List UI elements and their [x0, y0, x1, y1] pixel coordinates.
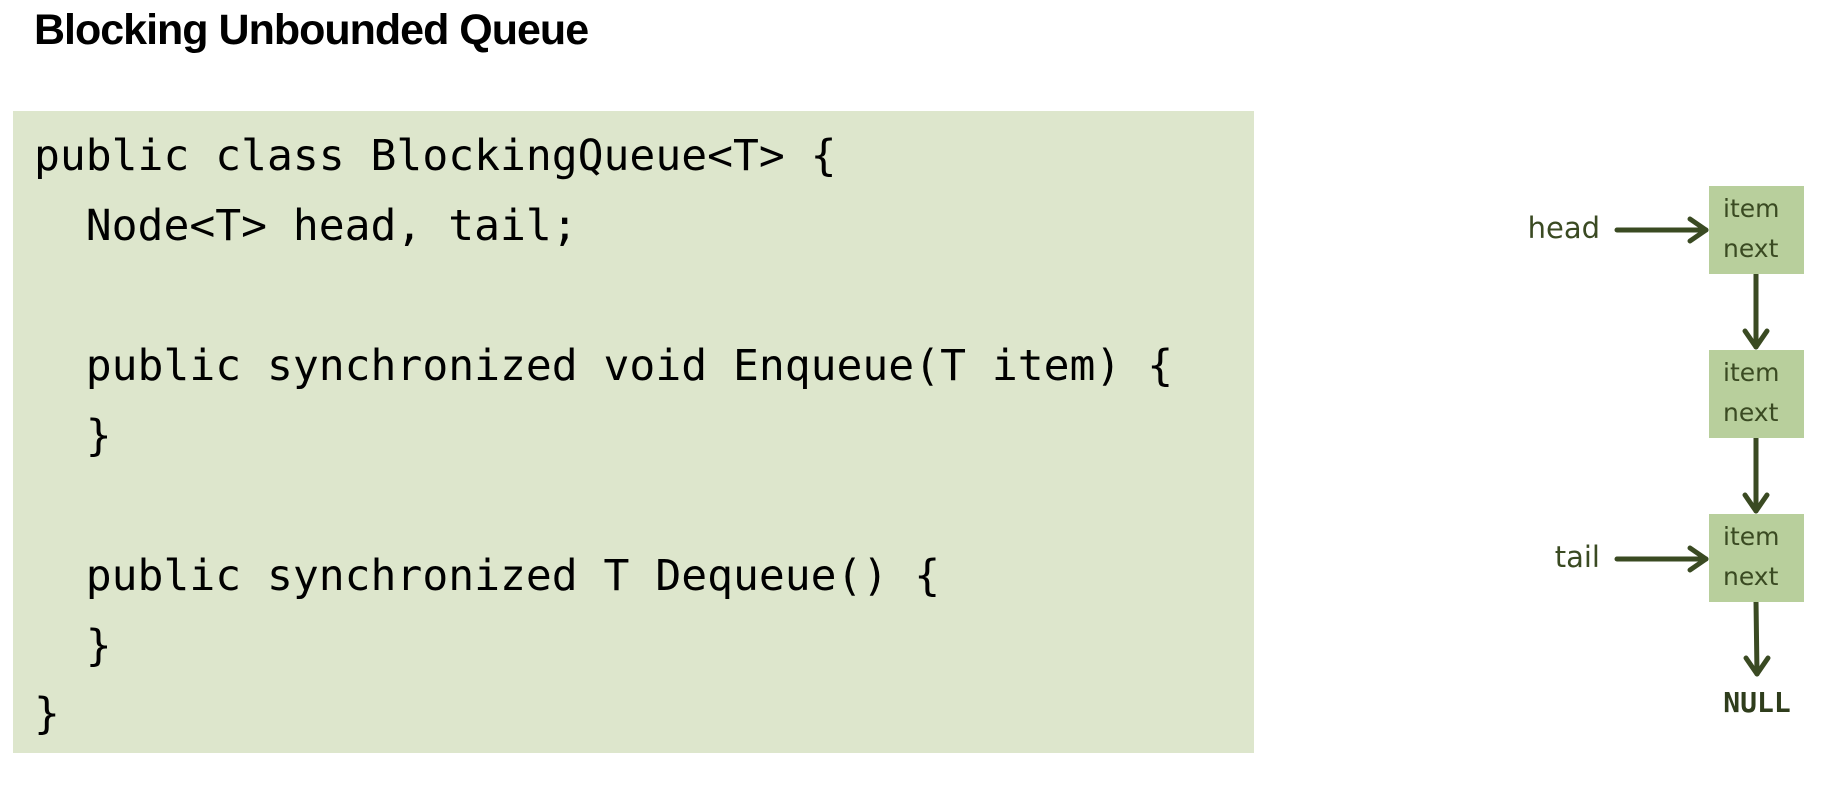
null-arrow-icon — [1743, 598, 1771, 677]
node-next-field: next — [1723, 398, 1779, 427]
code-line: public synchronized T Dequeue() { — [34, 551, 941, 601]
node-item-field: item — [1723, 358, 1780, 387]
queue-node: item next — [1709, 350, 1804, 438]
code-line: public class BlockingQueue<T> { — [34, 131, 837, 181]
head-pointer-label: head — [1527, 211, 1600, 245]
next-arrow-icon — [1742, 435, 1770, 514]
node-next-field: next — [1723, 234, 1779, 263]
queue-node: item next — [1709, 186, 1804, 274]
tail-arrow-icon — [1614, 545, 1709, 573]
next-arrow-icon — [1742, 271, 1770, 350]
code-line: } — [34, 621, 112, 671]
null-label: NULL — [1723, 686, 1791, 719]
node-item-field: item — [1723, 194, 1780, 223]
tail-pointer-label: tail — [1554, 540, 1600, 574]
code-line: } — [34, 689, 60, 739]
queue-node: item next — [1709, 514, 1804, 602]
node-next-field: next — [1723, 562, 1779, 591]
code-line: Node<T> head, tail; — [34, 201, 578, 251]
code-line: public synchronized void Enqueue(T item)… — [34, 341, 1174, 391]
head-arrow-icon — [1614, 216, 1709, 244]
node-item-field: item — [1723, 522, 1780, 551]
slide-title: Blocking Unbounded Queue — [34, 6, 589, 54]
code-panel: public class BlockingQueue<T> { Node<T> … — [13, 111, 1254, 753]
code-line: } — [34, 411, 112, 461]
